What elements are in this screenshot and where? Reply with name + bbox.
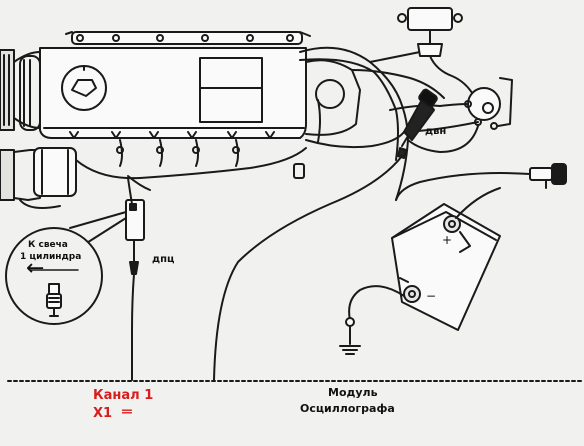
dvn-sensor-clamp [213,88,438,381]
battery: + − [339,187,501,355]
plug-label-line1: К свеча [28,240,68,250]
dpts-sensor-label: дпц [152,254,175,265]
dvn-sensor-label: двн [425,126,447,137]
dpts-sensor [69,177,145,275]
connector-symbol-icon: ═ [122,402,132,421]
engine-block [0,31,361,209]
svg-text:+: + [442,233,452,247]
module-label-line1: Модуль [328,386,378,399]
right-plug-sensor [529,163,567,189]
harness-wires [127,46,531,201]
plug-label-line2: 1 цилиндра [20,252,82,262]
connector-label: X1 [93,406,113,421]
ignition-coil [397,7,475,97]
distributor [403,77,513,133]
channel-label: Канал 1 [93,388,154,403]
dpts-cable [131,273,135,381]
module-label-line2: Осциллографа [300,402,395,415]
left-arrow-icon: ← [26,256,45,281]
svg-text:−: − [426,289,436,303]
spark-plug-callout [5,227,103,325]
